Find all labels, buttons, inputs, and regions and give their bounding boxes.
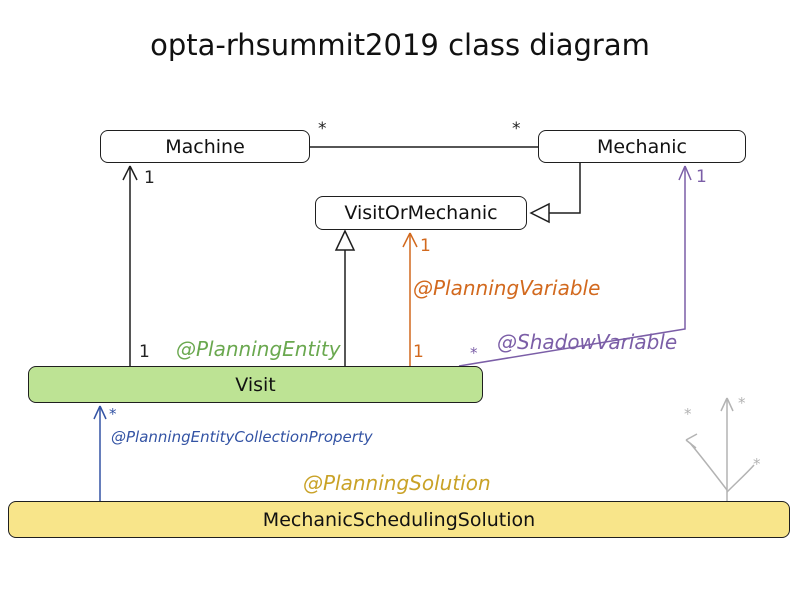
annotation-planning-solution: @PlanningSolution [303, 471, 491, 495]
multiplicity-muted-left: * [684, 405, 692, 423]
multiplicity-collection-property: * [109, 405, 117, 423]
class-machine: Machine [100, 130, 310, 163]
annotation-planning-variable: @PlanningVariable [413, 276, 601, 300]
class-mechanicschedulingsolution: MechanicSchedulingSolution [8, 501, 790, 538]
multiplicity-muted-bottom: * [753, 455, 761, 473]
annotation-shadow-variable: @ShadowVariable [497, 330, 678, 354]
class-mechanicschedulingsolution-label: MechanicSchedulingSolution [262, 508, 536, 531]
multiplicity-planning-variable-target: 1 [420, 236, 431, 256]
multiplicity-machine-mechanic-right: * [512, 119, 521, 139]
multiplicity-visit-machine-target: 1 [144, 168, 155, 188]
multiplicity-shadow-variable-source: * [470, 344, 478, 362]
class-machine-label: Machine [165, 135, 245, 158]
class-visit-label: Visit [235, 373, 276, 396]
multiplicity-shadow-variable-target: 1 [696, 167, 707, 187]
edge-mechanic-visitormechanic [529, 163, 581, 224]
edge-visit-machine [122, 165, 138, 366]
edge-visit-visitormechanic [334, 229, 356, 366]
multiplicity-visit-machine-source: 1 [139, 342, 150, 362]
class-visit: Visit [28, 366, 483, 403]
class-visitormechanic-label: VisitOrMechanic [344, 202, 498, 224]
annotation-collection-property: @PlanningEntityCollectionProperty [111, 428, 373, 446]
multiplicity-muted-top: * [738, 394, 746, 412]
class-mechanic-label: Mechanic [597, 135, 687, 158]
multiplicity-planning-variable-source: 1 [413, 342, 424, 362]
edge-collection-property [93, 405, 107, 501]
edge-shadow-variable [458, 165, 692, 367]
edge-muted-gray [685, 397, 755, 502]
annotation-planning-entity: @PlanningEntity [176, 337, 341, 361]
edge-planning-variable [402, 232, 418, 366]
class-visitormechanic: VisitOrMechanic [315, 196, 527, 230]
class-mechanic: Mechanic [538, 130, 746, 163]
diagram-title: opta-rhsummit2019 class diagram [150, 28, 650, 62]
multiplicity-machine-mechanic-left: * [318, 119, 327, 139]
